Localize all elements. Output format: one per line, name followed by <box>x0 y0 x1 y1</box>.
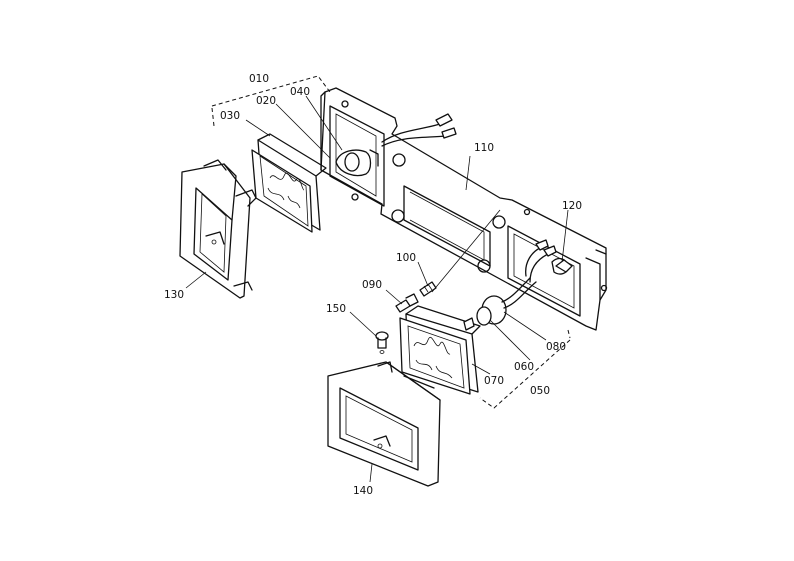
label-020: 020 <box>256 95 276 107</box>
label-130: 130 <box>164 289 184 301</box>
upper-bulb-wiring <box>335 113 457 177</box>
label-040: 040 <box>290 86 310 98</box>
fasteners <box>375 259 573 354</box>
lower-bezel <box>327 361 441 487</box>
lower-bulb-socket <box>476 239 569 326</box>
lower-headlight-lens <box>399 305 481 395</box>
label-150: 150 <box>326 303 346 315</box>
upper-headlight-lens <box>251 133 327 233</box>
label-080: 080 <box>546 341 566 353</box>
label-070: 070 <box>484 375 504 387</box>
label-100: 100 <box>396 252 416 264</box>
part-labels: 010 020 030 040 050 060 070 080 090 100 … <box>164 73 582 497</box>
label-110: 110 <box>474 142 494 154</box>
label-010: 010 <box>249 73 269 85</box>
label-050: 050 <box>530 385 550 397</box>
upper-bezel <box>179 159 257 299</box>
assembly-group-lines <box>211 75 571 409</box>
label-030: 030 <box>220 110 240 122</box>
leader-lines <box>185 95 569 483</box>
label-060: 060 <box>514 361 534 373</box>
label-140: 140 <box>353 485 373 497</box>
label-120: 120 <box>562 200 582 212</box>
label-090: 090 <box>362 279 382 291</box>
mounting-bracket <box>320 87 608 331</box>
